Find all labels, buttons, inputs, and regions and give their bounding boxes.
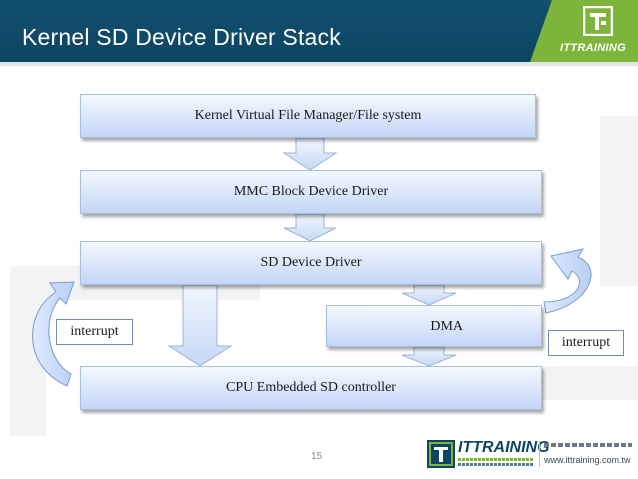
mmc-layer-label: MMC Block Device Driver bbox=[233, 184, 389, 199]
footer-divider bbox=[539, 441, 540, 467]
dma-label: DMA bbox=[430, 319, 463, 334]
sd-layer-label: SD Device Driver bbox=[260, 255, 362, 270]
interrupt-arrow-left bbox=[32, 281, 75, 387]
header-divider bbox=[0, 62, 638, 66]
logo-text: ITTRAINING bbox=[560, 42, 626, 54]
footer-url: www.ittraining.com.tw bbox=[544, 455, 631, 465]
footer-logo-tagline bbox=[458, 458, 534, 461]
arrow-vfs-to-mmc bbox=[282, 137, 338, 171]
ittraining-logo-icon bbox=[427, 440, 455, 468]
arrow-sd-to-controller bbox=[167, 284, 233, 367]
footer-chinese-text bbox=[544, 443, 632, 447]
ittraining-logo-icon bbox=[583, 6, 613, 36]
vfs-layer-label: Kernel Virtual File Manager/File system bbox=[194, 108, 422, 123]
footer-brand-logo: ITTRAINING www.ittraining.com.tw bbox=[427, 439, 633, 471]
vfs-layer: Kernel Virtual File Manager/File system bbox=[80, 94, 536, 138]
arrow-mmc-to-sd bbox=[283, 213, 337, 242]
footer-logo-tagline-2 bbox=[458, 463, 534, 466]
footer-logo-name: ITTRAINING bbox=[458, 439, 550, 456]
sd-controller-layer: CPU Embedded SD controller bbox=[80, 366, 542, 410]
page-title: Kernel SD Device Driver Stack bbox=[22, 24, 341, 50]
controller-layer-label: CPU Embedded SD controller bbox=[226, 380, 396, 395]
title-bar: Kernel SD Device Driver Stack bbox=[0, 0, 638, 62]
dma-block: DMA bbox=[326, 305, 542, 347]
page-number: 15 bbox=[311, 451, 323, 462]
interrupt-arrow-right bbox=[543, 248, 592, 314]
arrow-sd-to-dma bbox=[401, 284, 457, 306]
interrupt-label-right: interrupt bbox=[548, 330, 624, 356]
sd-driver-layer: SD Device Driver bbox=[80, 241, 542, 285]
arrow-dma-to-controller bbox=[401, 346, 457, 367]
interrupt-label-left: interrupt bbox=[56, 319, 133, 345]
mmc-block-driver-layer: MMC Block Device Driver bbox=[80, 170, 542, 214]
